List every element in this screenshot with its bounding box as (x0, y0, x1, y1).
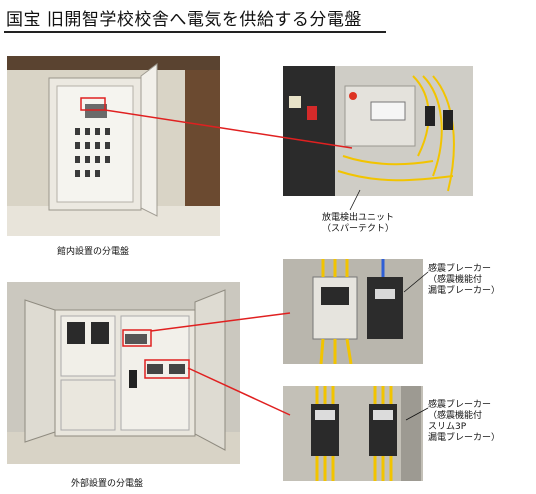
slim3p-label: 感震ブレーカー （感震機能付 スリム3P 漏電ブレーカー） (428, 400, 500, 444)
seismic-breaker-label-line: 感震ブレーカー (428, 264, 492, 274)
seismic-breaker-label-line: 漏電ブレーカー） (428, 286, 501, 296)
seismic-breaker-photo (283, 259, 423, 364)
spartect-label-line: （スパーテクト） (322, 224, 395, 234)
seismic-breaker-label-line: （感震機能付 (428, 275, 483, 285)
spartect-closeup-photo (283, 66, 473, 196)
slim3p-label-line: 漏電ブレーカー） (428, 433, 501, 443)
outdoor-panel-caption: 外部設置の分電盤 (71, 479, 144, 489)
slim3p-label-line: （感震機能付 (428, 411, 483, 421)
spartect-label: 放電検出ユニット （スパーテクト） (322, 213, 394, 235)
title-underline (4, 31, 386, 33)
indoor-panel-photo (7, 56, 220, 236)
page-title: 国宝 旧開智学校校舎へ電気を供給する分電盤 (6, 10, 362, 30)
slim3p-label-line: スリム3P (428, 422, 467, 432)
slim3p-label-line: 感震ブレーカー (428, 400, 492, 410)
spartect-label-line: 放電検出ユニット (322, 213, 395, 223)
seismic-breaker-label: 感震ブレーカー （感震機能付 漏電ブレーカー） (428, 264, 500, 297)
indoor-panel-caption: 館内設置の分電盤 (57, 247, 130, 257)
outdoor-panel-photo (7, 282, 240, 464)
slim3p-breaker-photo (283, 386, 423, 481)
